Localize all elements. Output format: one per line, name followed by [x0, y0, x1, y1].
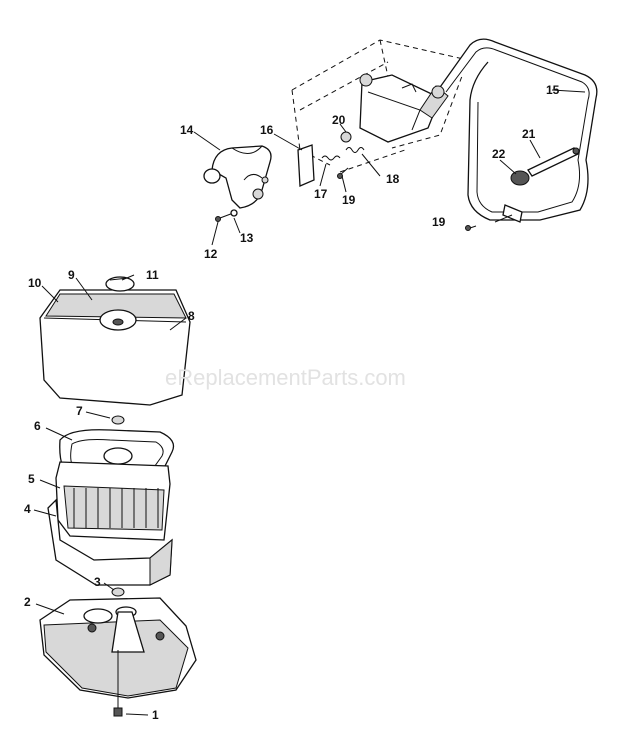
watermark: eReplacementParts.com [165, 365, 406, 390]
throttle-spring [345, 147, 365, 153]
throttle-knob [510, 170, 530, 186]
callout-3: 3 [94, 575, 101, 589]
cover-knob [105, 276, 135, 292]
callout-15: 15 [546, 83, 560, 97]
wing-nut [111, 415, 125, 425]
base-nut [111, 587, 125, 597]
callout-20: 20 [332, 113, 346, 127]
throttle-assembly [203, 38, 598, 231]
lock-nut [340, 131, 352, 143]
control-plate [297, 144, 315, 187]
callout-6: 6 [34, 419, 41, 433]
control-spring [321, 155, 341, 161]
callout-7: 7 [76, 404, 83, 418]
callout-8: 8 [188, 309, 195, 323]
callout-13: 13 [240, 231, 254, 245]
callout-17: 17 [314, 187, 328, 201]
bracket-bolt [359, 73, 373, 87]
callout-12: 12 [204, 247, 218, 261]
throttle-control-housing [211, 145, 272, 209]
callout-1: 1 [152, 708, 159, 722]
callout-labels: 1 2 3 4 5 6 7 8 9 10 11 12 13 14 15 16 1… [24, 83, 560, 722]
handle-loop [437, 38, 598, 221]
callout-2: 2 [24, 595, 31, 609]
callout-14: 14 [180, 123, 194, 137]
callout-19-throttle: 19 [342, 193, 356, 207]
phantom-housing-outline [291, 39, 469, 166]
callout-10: 10 [28, 276, 42, 290]
throttle-rod [527, 147, 579, 177]
phantom-housing-outline-2 [299, 61, 406, 173]
callout-5: 5 [28, 472, 35, 486]
callout-4: 4 [24, 502, 31, 516]
callout-11: 11 [146, 268, 159, 282]
leader-lines [33, 89, 586, 716]
air-cleaner-assembly [39, 276, 197, 717]
callout-21: 21 [522, 127, 536, 141]
callout-9: 9 [68, 268, 75, 282]
callout-19-handle: 19 [432, 215, 446, 229]
filter-pleats [63, 485, 165, 531]
callout-22: 22 [492, 147, 506, 161]
engine-bracket [359, 74, 441, 143]
callout-16: 16 [260, 123, 274, 137]
callout-18: 18 [386, 172, 400, 186]
